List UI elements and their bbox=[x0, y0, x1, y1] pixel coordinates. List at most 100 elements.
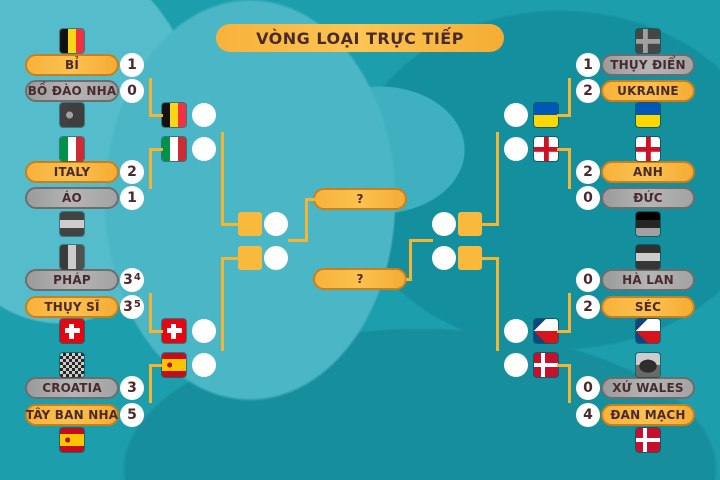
team-score-czech: 2 bbox=[576, 295, 600, 319]
semifinal-team-slot bbox=[238, 246, 262, 270]
team-name-croatia: CROATIA bbox=[25, 377, 119, 399]
score-value: 3 bbox=[123, 272, 133, 288]
bracket-connector bbox=[496, 132, 499, 226]
france-flag-icon bbox=[60, 245, 84, 269]
bracket-connector bbox=[221, 257, 239, 260]
team-name-wales: XỨ WALES bbox=[601, 377, 695, 399]
penalty-score: 4 bbox=[133, 271, 141, 283]
score-value: 3 bbox=[123, 299, 133, 315]
semifinal-score-slot bbox=[264, 246, 288, 270]
team-name-italy: ITALY bbox=[25, 161, 119, 183]
team-name-czech: SÉC bbox=[601, 296, 695, 318]
score-value: 2 bbox=[127, 164, 137, 180]
germany-flag-icon bbox=[636, 212, 660, 236]
team-score-croatia: 3 bbox=[120, 376, 144, 400]
wales-flag-icon bbox=[636, 353, 660, 377]
team-name-portugal: BỒ ĐÀO NHA bbox=[25, 80, 119, 102]
score-value: 0 bbox=[583, 380, 593, 396]
ukraine-flag-icon bbox=[636, 103, 660, 127]
bracket-connector bbox=[481, 223, 499, 226]
team-name-belgium: BỈ bbox=[25, 54, 119, 76]
bracket-connector bbox=[149, 114, 163, 117]
team-score-belgium: 1 bbox=[120, 53, 144, 77]
score-value: 2 bbox=[583, 83, 593, 99]
score-value: 0 bbox=[583, 190, 593, 206]
score-value: 1 bbox=[583, 57, 593, 73]
score-value: 2 bbox=[583, 299, 593, 315]
bracket-connector bbox=[409, 239, 433, 242]
semifinal-team-slot bbox=[458, 212, 482, 236]
belgium-flag-icon bbox=[60, 29, 84, 53]
bracket-connector bbox=[568, 148, 571, 189]
bracket-connector bbox=[149, 364, 163, 367]
belgium-flag-icon bbox=[162, 103, 186, 127]
bracket-connector bbox=[149, 148, 152, 189]
bracket-connector bbox=[149, 148, 163, 151]
semifinal-score-slot bbox=[432, 212, 456, 236]
semifinal-slot-2: ? bbox=[313, 268, 407, 290]
spain-flag-icon bbox=[162, 353, 186, 377]
england-flag-icon bbox=[534, 137, 558, 161]
bracket-connector bbox=[557, 364, 571, 367]
bracket-connector bbox=[221, 223, 239, 226]
score-value: 4 bbox=[583, 407, 593, 423]
bracket-connector bbox=[149, 78, 152, 117]
team-score-denmark: 4 bbox=[576, 403, 600, 427]
team-name-austria: ÁO bbox=[25, 187, 119, 209]
czech-flag-icon bbox=[534, 319, 558, 343]
spain-flag-icon bbox=[60, 428, 84, 452]
team-score-netherlands: 0 bbox=[576, 268, 600, 292]
denmark-flag-icon bbox=[636, 428, 660, 452]
bracket-connector bbox=[305, 198, 316, 201]
score-value: 1 bbox=[127, 57, 137, 73]
czech-flag-icon bbox=[636, 319, 660, 343]
bracket-connector bbox=[221, 132, 224, 226]
team-name-denmark: ĐAN MẠCH bbox=[601, 404, 695, 426]
team-score-austria: 1 bbox=[120, 186, 144, 210]
team-name-ukraine: UKRAINE bbox=[601, 80, 695, 102]
bracket-connector bbox=[409, 239, 412, 281]
bracket-connector bbox=[149, 330, 163, 333]
bracket-connector bbox=[305, 198, 308, 242]
quarterfinal-score-slot bbox=[504, 319, 528, 343]
team-name-france: PHÁP bbox=[25, 269, 119, 291]
bracket-connector bbox=[149, 293, 152, 333]
bracket-connector bbox=[557, 114, 571, 117]
ukraine-flag-icon bbox=[534, 103, 558, 127]
team-score-germany: 0 bbox=[576, 186, 600, 210]
score-value: 0 bbox=[583, 272, 593, 288]
quarterfinal-score-slot bbox=[504, 137, 528, 161]
score-value: 2 bbox=[583, 164, 593, 180]
bracket-title: VÒNG LOẠI TRỰC TIẾP bbox=[216, 24, 504, 52]
bracket-connector bbox=[288, 239, 308, 242]
semifinal-team-slot bbox=[458, 246, 482, 270]
sweden-flag-icon bbox=[636, 29, 660, 53]
team-name-sweden: THỤY ĐIỂN bbox=[601, 54, 695, 76]
semifinal-slot-1: ? bbox=[313, 188, 407, 210]
italy-flag-icon bbox=[60, 137, 84, 161]
team-score-portugal: 0 bbox=[120, 79, 144, 103]
penalty-score: 5 bbox=[133, 298, 141, 310]
bracket-connector bbox=[496, 257, 499, 351]
england-flag-icon bbox=[636, 137, 660, 161]
portugal-flag-icon bbox=[60, 103, 84, 127]
team-score-sweden: 1 bbox=[576, 53, 600, 77]
bracket-connector bbox=[568, 293, 571, 333]
croatia-flag-icon bbox=[60, 353, 84, 377]
team-name-netherlands: HÀ LAN bbox=[601, 269, 695, 291]
semifinal-score-slot bbox=[432, 246, 456, 270]
team-name-england: ANH bbox=[601, 161, 695, 183]
team-score-wales: 0 bbox=[576, 376, 600, 400]
switzerland-flag-icon bbox=[162, 319, 186, 343]
quarterfinal-score-slot bbox=[504, 103, 528, 127]
netherlands-flag-icon bbox=[636, 245, 660, 269]
team-score-ukraine: 2 bbox=[576, 79, 600, 103]
bracket-connector bbox=[557, 148, 571, 151]
team-name-switzerland: THỤY SĨ bbox=[25, 296, 119, 318]
denmark-flag-icon bbox=[534, 353, 558, 377]
bracket-connector bbox=[221, 257, 224, 351]
bracket-connector bbox=[481, 257, 499, 260]
semifinal-score-slot bbox=[264, 212, 288, 236]
